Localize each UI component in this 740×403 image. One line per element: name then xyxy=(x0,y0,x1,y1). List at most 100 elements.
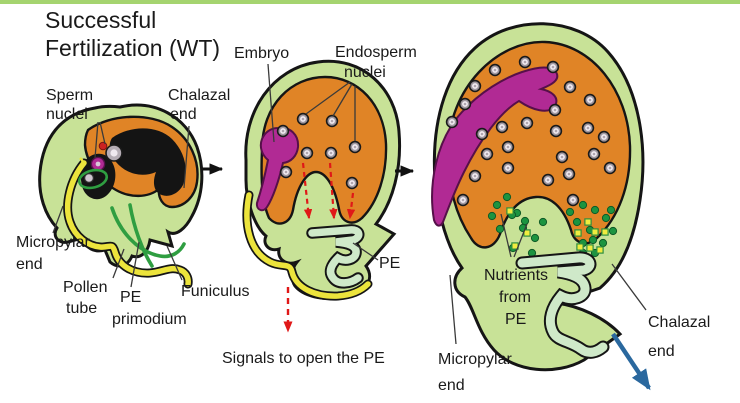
label-micropylar3-line2: end xyxy=(438,377,465,394)
label-micropylar1-line2: end xyxy=(16,256,43,273)
page-title-line1: Successful xyxy=(45,7,156,33)
endosperm-nucleus xyxy=(480,147,494,161)
label-endosperm-nuclei-line1: Endosperm xyxy=(335,44,417,61)
label-pollen-tube-line2: tube xyxy=(66,300,97,317)
stage1-pollen-tube-tip xyxy=(77,157,85,173)
nutrient-square xyxy=(586,244,594,252)
label-chalazal1-line1: Chalazal xyxy=(168,87,230,104)
endosperm-nucleus xyxy=(300,146,314,160)
endosperm-nucleus xyxy=(488,63,502,77)
label-nutrients-line2: from xyxy=(499,289,531,306)
endosperm-nucleus xyxy=(348,140,362,154)
stage1-funiculus-strand xyxy=(110,206,186,259)
nutrient-square xyxy=(574,229,582,237)
endosperm-nucleus xyxy=(501,140,515,154)
endosperm-nucleus xyxy=(445,115,459,129)
pointer-pollen-tube xyxy=(112,248,125,279)
stage2-pe-structure xyxy=(308,226,363,287)
endosperm-nucleus xyxy=(518,55,532,69)
endosperm-nucleus xyxy=(296,112,310,126)
label-chalazal3-line1: Chalazal xyxy=(648,314,710,331)
signal-arrow-1-icon xyxy=(301,162,313,220)
nutrient-dot xyxy=(588,235,598,245)
pointer-chalazal1 xyxy=(183,125,190,189)
label-signals: Signals to open the PE xyxy=(222,350,385,367)
endosperm-nucleus xyxy=(458,97,472,111)
label-embryo: Embryo xyxy=(234,45,289,62)
endosperm-nucleus xyxy=(475,127,489,141)
endosperm-nucleus xyxy=(566,193,580,207)
endosperm-nucleus xyxy=(501,161,515,175)
label-pollen-tube-line1: Pollen xyxy=(63,279,107,296)
nutrient-dot xyxy=(590,205,600,215)
nutrient-dot xyxy=(565,207,575,217)
endosperm-nucleus xyxy=(562,167,576,181)
stage1-ovule xyxy=(38,103,204,289)
nutrient-dot xyxy=(578,200,588,210)
signal-arrow-3-icon xyxy=(346,192,356,220)
endosperm-nucleus xyxy=(468,169,482,183)
nutrient-square xyxy=(601,228,609,236)
nutrient-square xyxy=(576,243,584,251)
label-chalazal3-line2: end xyxy=(648,343,675,360)
label-micropylar1-line1: Micropylar xyxy=(16,234,90,251)
pointer-endosperm-2 xyxy=(332,83,353,117)
nutrient-dot xyxy=(520,216,530,226)
nutrient-square xyxy=(596,246,604,254)
endosperm-nucleus xyxy=(583,93,597,107)
pointer-nutrients-1 xyxy=(500,213,512,258)
stage2-pollen-tube xyxy=(244,192,371,299)
endosperm-nucleus xyxy=(587,147,601,161)
label-nutrients-line1: Nutrients xyxy=(484,267,548,284)
stage3-pe-structure xyxy=(517,253,608,357)
endosperm-nucleus xyxy=(325,114,339,128)
nutrient-square xyxy=(506,207,514,215)
stage1-pe-primodium-strand xyxy=(128,203,154,268)
label-pe-primodium-line1: PE xyxy=(120,289,141,306)
nutrient-dot xyxy=(572,217,582,227)
endosperm-nucleus xyxy=(279,165,293,179)
label-endosperm-nuclei-line2: nuclei xyxy=(344,64,386,81)
stage3-ovule xyxy=(431,22,645,372)
nutrient-dot xyxy=(492,200,502,210)
endosperm-nucleus xyxy=(549,124,563,138)
label-micropylar3-line1: Micropylar xyxy=(438,351,512,368)
endosperm-nucleus xyxy=(495,120,509,134)
nutrient-dot xyxy=(502,192,512,202)
endosperm-nucleus xyxy=(597,130,611,144)
label-nutrients-line3: PE xyxy=(505,311,526,328)
pointer-chalazal3 xyxy=(611,263,647,311)
nutrient-dot xyxy=(606,205,616,215)
nutrient-exit-arrow-icon xyxy=(611,332,651,391)
stage1-central-cell-nucleus-core xyxy=(110,149,118,157)
pointer-funiculus xyxy=(166,245,183,281)
endosperm-nucleus xyxy=(548,103,562,117)
nutrient-dot xyxy=(495,224,505,234)
nutrient-dot xyxy=(530,233,540,243)
stage1-egg-cell-nucleus-core xyxy=(95,161,101,167)
endosperm-nucleus xyxy=(541,173,555,187)
pointer-nutrients-2 xyxy=(513,223,528,258)
endosperm-nucleus xyxy=(603,161,617,175)
endosperm-nucleus xyxy=(520,116,534,130)
label-chalazal1-line2: end xyxy=(170,106,197,123)
endosperm-nucleus xyxy=(581,121,595,135)
endosperm-nucleus xyxy=(555,150,569,164)
pointer-micropylar1 xyxy=(52,205,64,234)
nutrient-square xyxy=(584,218,592,226)
label-sperm-nuclei-line2: nuclei xyxy=(46,106,88,123)
signal-arrow-2-icon xyxy=(328,162,338,220)
nutrient-dot xyxy=(598,238,608,248)
label-sperm-nuclei-line1: Sperm xyxy=(46,87,93,104)
pointer-embryo xyxy=(267,63,275,143)
stage1-synergid-nucleus xyxy=(83,173,94,184)
pointer-pe xyxy=(352,242,379,261)
nutrient-dot xyxy=(601,213,611,223)
stage1-degenerated-region xyxy=(109,128,186,196)
pointer-endosperm-1 xyxy=(305,81,351,115)
label-funiculus: Funiculus xyxy=(181,283,249,300)
nutrient-dot xyxy=(538,217,548,227)
endosperm-nucleus xyxy=(324,146,338,160)
endosperm-nucleus xyxy=(468,79,482,93)
